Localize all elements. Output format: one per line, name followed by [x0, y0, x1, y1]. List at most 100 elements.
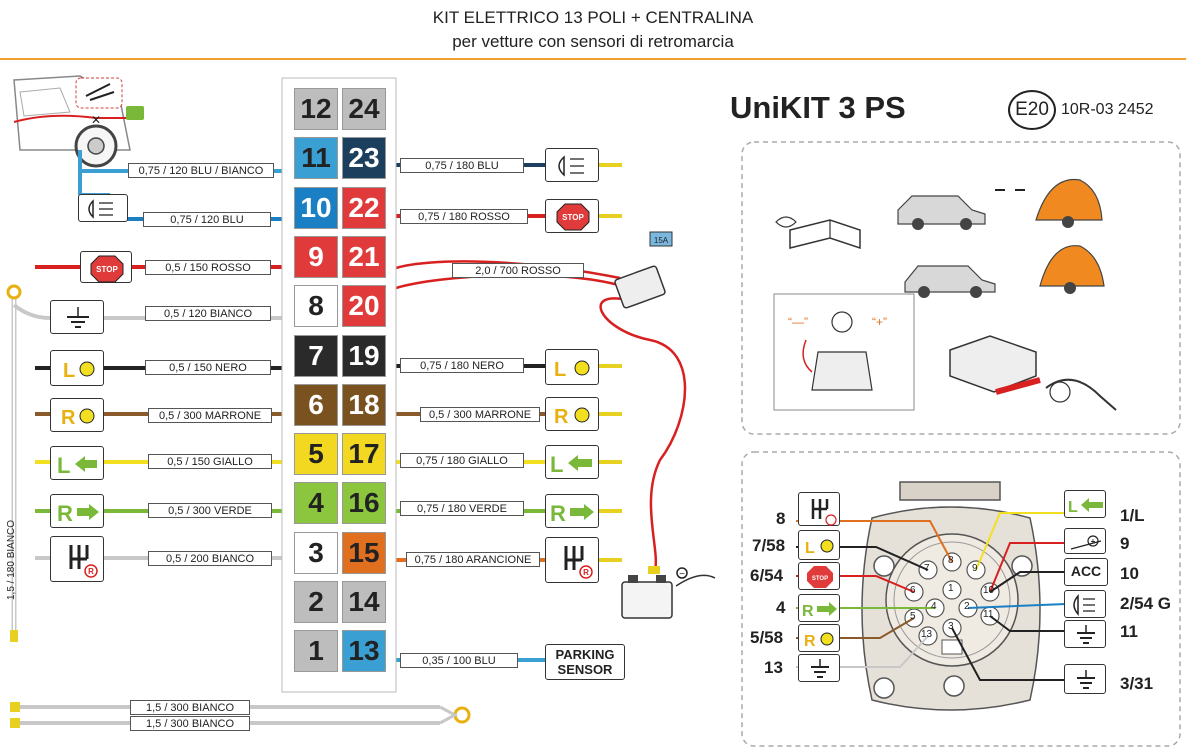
socket-contact-9: 9: [972, 563, 978, 574]
socket-reverse-alarm-icon: +: [1064, 528, 1106, 554]
ground-wire-vertical-label: 1,5 / 180 BIANCO: [6, 519, 17, 600]
socket-pin-label-10: 10: [1120, 564, 1139, 583]
svg-text:R: R: [57, 501, 73, 526]
terminal-16: 16: [342, 482, 386, 525]
fuse-icon: [649, 231, 673, 247]
wire-label-left-1: 0,75 / 120 BLU / BIANCO: [128, 163, 274, 178]
svg-text:“—”: “—”: [788, 315, 808, 329]
svg-text:+: +: [1091, 537, 1096, 546]
socket-right-position-icon: R: [798, 624, 840, 652]
wire-label-left-6: 0,5 / 300 MARRONE: [148, 408, 272, 423]
socket-stop-icon: STOP: [798, 562, 840, 590]
terminal-5: 5: [294, 433, 338, 476]
socket-pin-label-7-58: 7/58: [752, 536, 786, 555]
svg-text:✕: ✕: [91, 113, 101, 127]
reverse-gear-right-icon: R: [545, 537, 599, 583]
wire-label-left-5: 0,5 / 150 NERO: [145, 360, 271, 375]
parking-sensor-line1: PARKING: [555, 647, 615, 662]
socket-contact-10: 10: [983, 585, 995, 596]
socket-pin-label-13: 13: [764, 658, 783, 677]
socket-pin-label-9: 9: [1120, 534, 1130, 553]
instruction-illustrations: “—” “+”: [773, 178, 1117, 411]
terminal-11: 11: [294, 137, 338, 180]
wire-label-right-1: 0,75 / 180 BLU: [400, 158, 524, 173]
right-position-light-icon: R: [50, 398, 104, 432]
brand-name: UniKIT 3 PS: [730, 90, 906, 125]
socket-left-indicator-icon: L: [1064, 490, 1106, 518]
left-position-light-icon: L: [50, 350, 104, 386]
svg-text:R: R: [802, 603, 814, 620]
socket-contact-2: 2: [964, 601, 970, 612]
socket-right-indicator-icon: R: [798, 594, 840, 622]
terminal-21: 21: [342, 235, 386, 278]
socket-contact-5: 5: [910, 611, 916, 622]
terminal-19: 19: [342, 334, 386, 377]
wire-label-left-3: 0,5 / 150 ROSSO: [145, 260, 271, 275]
approval-code: 10R-03 2452: [1061, 101, 1154, 118]
ground-symbol-icon: [50, 300, 104, 334]
wire-label-right-5: 0,5 / 300 MARRONE: [420, 407, 540, 422]
terminal-24: 24: [342, 88, 386, 130]
parking-sensor-line2: SENSOR: [557, 662, 613, 677]
terminal-1: 1: [294, 630, 338, 673]
socket-contact-6: 6: [910, 585, 916, 596]
socket-contact-8: 8: [948, 555, 954, 566]
header-divider: [0, 58, 1186, 60]
socket-pin-label-11: 11: [1120, 622, 1138, 641]
socket-pin-label-1-L: 1/L: [1120, 506, 1145, 525]
terminal-22: 22: [342, 186, 386, 229]
svg-text:L: L: [57, 453, 70, 478]
wire-label-right-8: 0,75 / 180 ARANCIONE: [406, 552, 540, 567]
left-ground-wire: [6, 284, 51, 642]
svg-text:L: L: [63, 360, 75, 382]
control-unit: 15A: [614, 231, 673, 309]
svg-text:15A: 15A: [654, 236, 669, 245]
instructions-panel: [741, 141, 1181, 435]
wire-label-right-2: 0,75 / 180 ROSSO: [400, 209, 528, 224]
wire-label-right-9: 0,35 / 100 BLU: [400, 653, 518, 668]
svg-text:R: R: [554, 406, 569, 428]
socket-contact-1: 1: [948, 583, 954, 594]
socket-pin-label-8: 8: [776, 509, 786, 528]
ground-wire-label-1: 1,5 / 300 BIANCO: [130, 700, 250, 715]
stop-light-icon: STOP: [80, 251, 132, 283]
socket-pin-label-3-31: 3/31: [1120, 674, 1154, 693]
socket-ground-icon-3: [1064, 664, 1106, 694]
svg-text:R: R: [550, 501, 566, 526]
stop-light-right-icon: STOP: [545, 199, 599, 233]
socket-contact-7: 7: [924, 563, 930, 574]
svg-text:L: L: [554, 359, 566, 381]
terminal-2: 2: [294, 581, 338, 623]
approval-mark: E20: [1008, 90, 1056, 130]
car-rear-illustration: ✕: [13, 75, 144, 168]
terminal-8: 8: [294, 285, 338, 328]
socket-fog-light-icon: [1064, 590, 1106, 618]
socket-pin-label-5-58: 5/58: [750, 628, 784, 647]
wire-label-right-4: 0,75 / 180 NERO: [400, 358, 524, 373]
terminal-6: 6: [294, 383, 338, 426]
terminal-20: 20: [342, 285, 386, 328]
socket-reverse-icon: [798, 492, 840, 526]
svg-text:STOP: STOP: [812, 576, 828, 582]
svg-text:STOP: STOP: [562, 213, 584, 222]
reverse-gear-icon: R: [50, 536, 104, 582]
socket-contact-13: 13: [921, 629, 933, 640]
right-indicator-right-icon: R: [545, 494, 599, 528]
svg-text:L: L: [805, 540, 815, 557]
wire-label-left-4: 0,5 / 120 BIANCO: [145, 306, 271, 321]
terminal-18: 18: [342, 383, 386, 426]
wire-label-right-7: 0,75 / 180 VERDE: [400, 501, 524, 516]
terminal-4: 4: [294, 482, 338, 525]
socket-left-position-icon: L: [798, 530, 840, 560]
socket-contact-3: 3: [948, 621, 954, 632]
13-pin-socket: [861, 481, 1041, 711]
svg-text:L: L: [550, 452, 563, 477]
socket-ground-icon-13: [798, 654, 840, 682]
left-position-light-right-icon: L: [545, 349, 599, 385]
parking-sensor-box: PARKING SENSOR: [545, 644, 625, 680]
svg-text:STOP: STOP: [96, 265, 118, 274]
fog-light-icon: [78, 194, 128, 222]
ground-wire-label-2: 1,5 / 300 BIANCO: [130, 716, 250, 731]
terminal-icon: [10, 630, 18, 642]
terminal-12: 12: [294, 88, 338, 130]
